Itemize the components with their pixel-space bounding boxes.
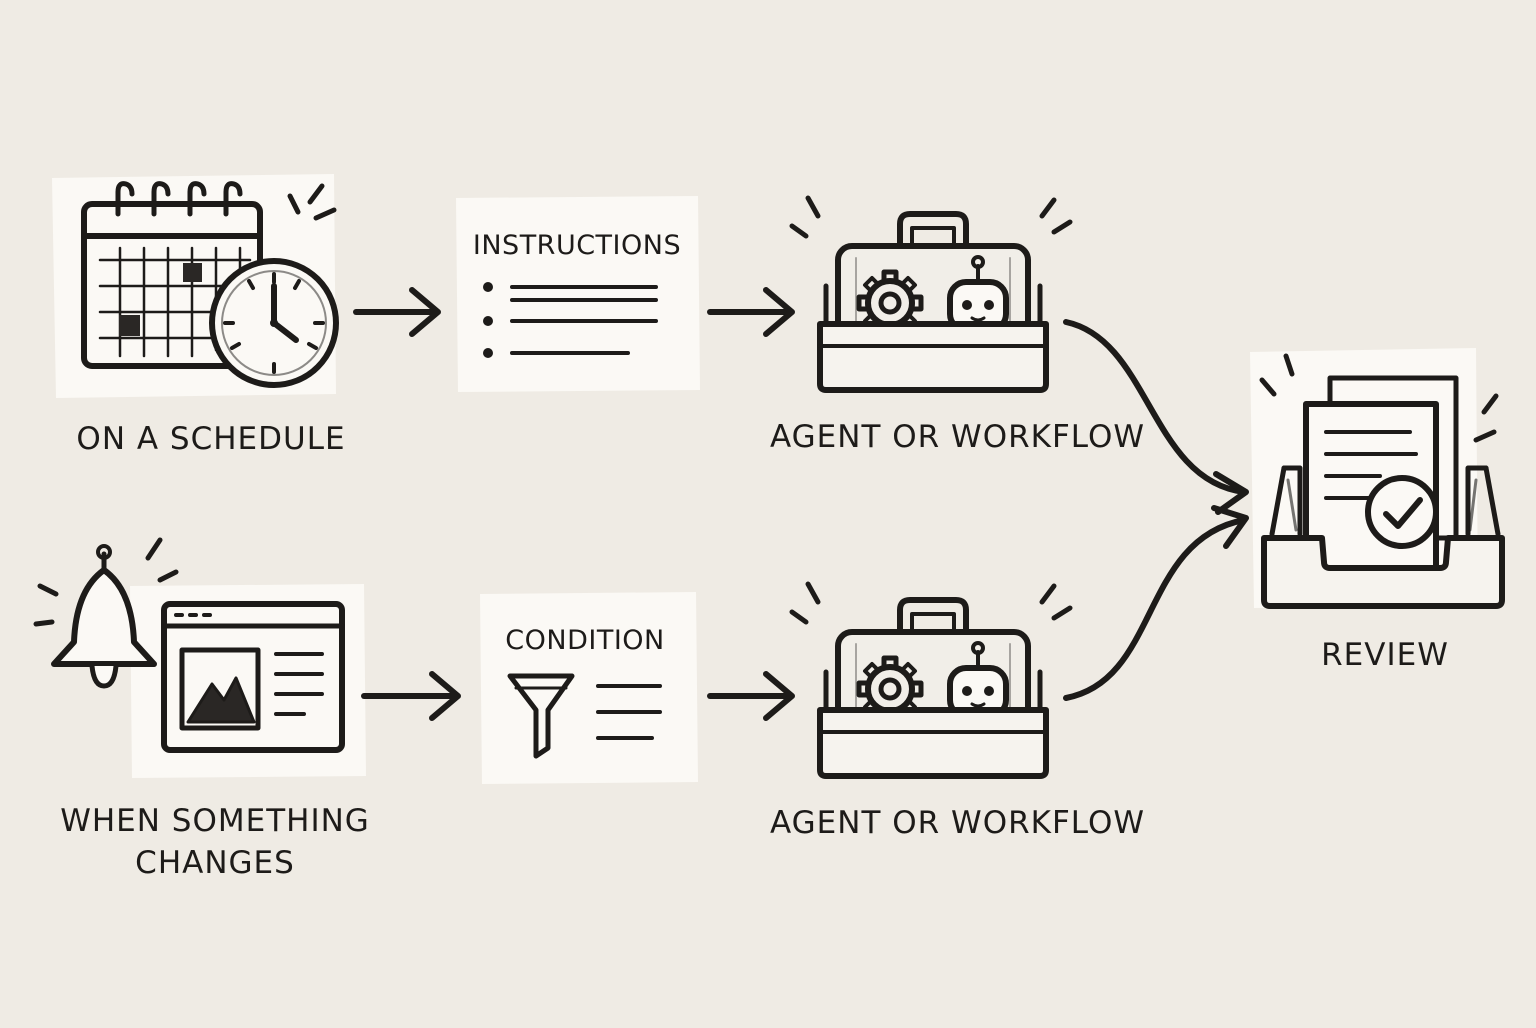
mountain-image-icon [179,647,261,731]
funnel-icon [507,673,575,759]
condition-title: CONDITION [505,625,664,656]
arrow-change-to-condition [361,671,461,721]
review-card [1250,348,1505,609]
arrow-instructions-to-agent-top [707,287,795,337]
change-label-line2: CHANGES [135,845,295,881]
toolbox-icon [792,584,1070,776]
browser-window-icon [161,601,345,753]
arrow-schedule-to-instructions [353,287,441,337]
agent-top-label: AGENT OR WORKFLOW [770,419,1146,455]
checkmark-icon [1365,475,1439,549]
agent-top-toolbox [792,198,1070,390]
bullet-list-icon [483,282,658,358]
condition-card: CONDITION [480,592,698,784]
document-icon [1303,375,1459,575]
change-label-line1: WHEN SOMETHING [60,803,370,839]
arrow-condition-to-agent-bottom [707,671,795,721]
review-label: REVIEW [1321,637,1449,673]
inbox-tray-icon [1261,465,1505,609]
schedule-card [52,174,339,398]
bell-icon [33,537,179,689]
change-trigger-card [33,537,366,778]
schedule-label: ON A SCHEDULE [76,421,346,457]
arrow-agent-bottom-to-review [1063,505,1249,701]
agent-bottom-label: AGENT OR WORKFLOW [770,805,1146,841]
toolbox-icon [792,198,1070,390]
instructions-card: INSTRUCTIONS [456,196,700,392]
agent-bottom-toolbox [792,584,1070,776]
instructions-title: INSTRUCTIONS [473,230,681,261]
clock-icon [209,258,339,388]
arrow-agent-top-to-review [1063,319,1249,515]
